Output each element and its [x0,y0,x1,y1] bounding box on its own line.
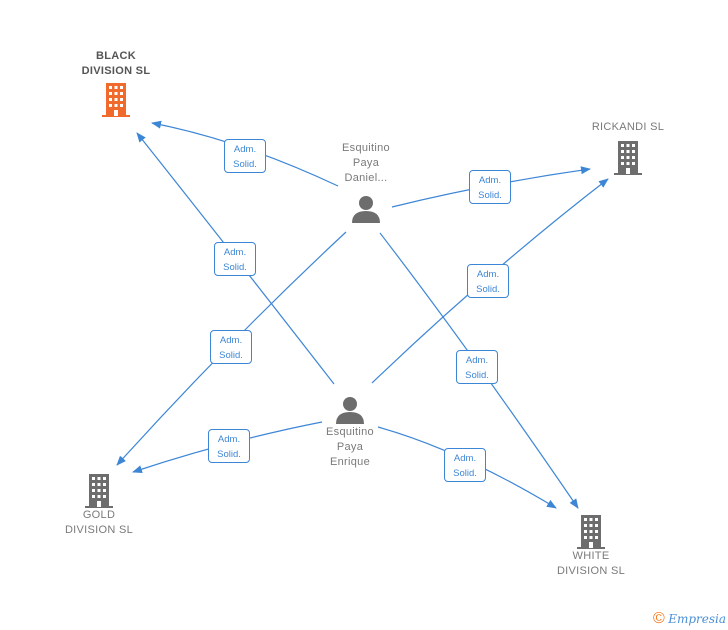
person-node-enrique[interactable]: Esquitino Paya Enrique [300,395,400,470]
company-label: BLACK DIVISION SL [81,50,151,77]
person-icon [336,397,364,424]
role-badge-enrique-black-division[interactable]: Adm.Solid. [214,242,256,276]
footer-brand: © Empresia [653,610,726,628]
company-node-rickandi[interactable]: RICKANDI SL [568,120,688,175]
person-icon [352,196,380,223]
building-icon [614,141,642,175]
role-badge-enrique-gold-division[interactable]: Adm.Solid. [208,429,250,463]
role-badge-enrique-white-division[interactable]: Adm.Solid. [444,448,486,482]
building-icon [102,83,130,117]
person-label: Esquitino Paya Daniel... [342,142,390,184]
company-node-white-division[interactable]: WHITE DIVISION SL [531,513,651,579]
role-badge-enrique-rickandi[interactable]: Adm.Solid. [467,264,509,298]
company-label: GOLD DIVISION SL [64,509,134,536]
person-node-daniel[interactable]: Esquitino Paya Daniel... [316,141,416,224]
company-label: RICKANDI SL [591,121,665,133]
role-badge-daniel-gold-division[interactable]: Adm.Solid. [210,330,252,364]
person-label: Esquitino Paya Enrique [326,426,374,468]
building-icon [85,474,113,508]
brand-logo: Empresia [668,612,726,626]
company-node-black-division[interactable]: BLACK DIVISION SL [56,49,176,117]
copyright-icon: © [652,610,665,627]
role-badge-daniel-white-division[interactable]: Adm.Solid. [456,350,498,384]
company-label: WHITE DIVISION SL [556,550,626,577]
company-node-gold-division[interactable]: GOLD DIVISION SL [39,472,159,538]
building-icon [577,515,605,549]
role-badge-daniel-black-division[interactable]: Adm.Solid. [224,139,266,173]
role-badge-daniel-rickandi[interactable]: Adm.Solid. [469,170,511,204]
